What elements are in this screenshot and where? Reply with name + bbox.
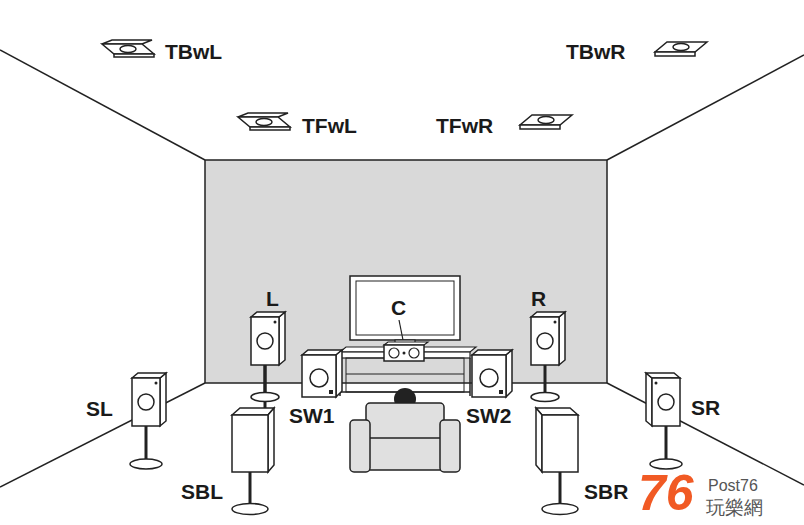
watermark: 76 (638, 468, 694, 518)
tv (350, 276, 460, 346)
subwoofer (302, 350, 342, 397)
speaker-label: SW2 (466, 405, 512, 426)
speaker-label: R (531, 288, 546, 309)
leader-line (399, 320, 403, 340)
ceiling-speaker (102, 40, 154, 57)
ceiling-speaker (655, 42, 707, 56)
speaker-label: SL (86, 398, 113, 419)
wall-edge (607, 383, 804, 485)
ceiling-speaker (520, 115, 572, 129)
wall-edge (607, 55, 804, 160)
surround-speaker (646, 373, 682, 469)
watermark: 玩樂網 (706, 498, 763, 517)
speaker-label: SBR (584, 481, 628, 502)
subwoofer (472, 350, 512, 397)
back-wall (205, 160, 607, 383)
speaker-label: TBwR (566, 41, 626, 62)
surround-back-speaker (232, 408, 274, 515)
listener (350, 388, 460, 472)
watermark: Post76 (708, 478, 758, 494)
front-speaker (531, 312, 565, 402)
surround-speaker (130, 373, 166, 469)
ceiling-speaker (238, 113, 290, 130)
speaker-label: TBwL (165, 41, 222, 62)
speaker-label: L (266, 288, 279, 309)
speaker-label: C (391, 297, 406, 318)
wall-edge (0, 50, 205, 160)
speaker-label: TFwR (436, 115, 493, 136)
speaker-label: TFwL (302, 115, 357, 136)
surround-back-speaker (536, 408, 578, 515)
wall-edge (0, 383, 205, 487)
speaker-label: SBL (181, 481, 223, 502)
speaker-label: SR (691, 397, 720, 418)
speaker-label: SW1 (289, 405, 335, 426)
center-speaker (384, 342, 428, 361)
